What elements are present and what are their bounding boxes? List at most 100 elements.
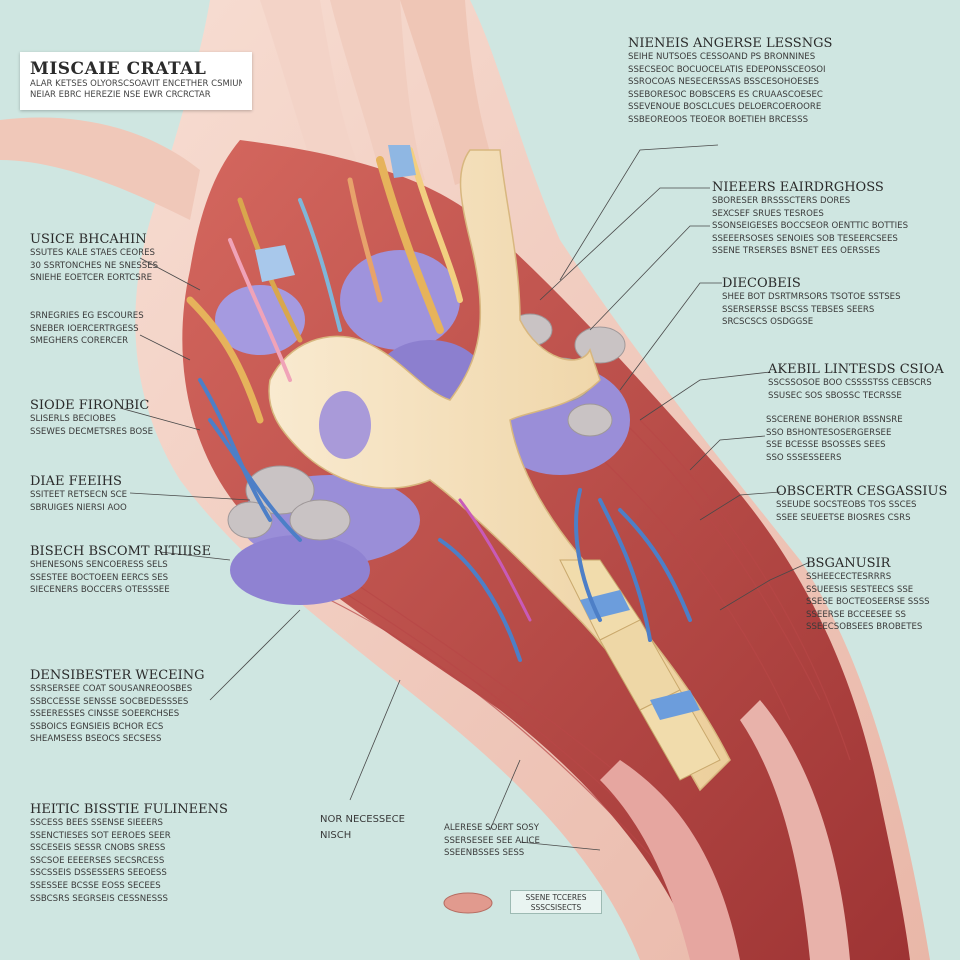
finger-upper-3	[400, 0, 495, 185]
block-line: SSCSSOSOE BOO CSSSSTSS CEBSCRS	[768, 378, 932, 388]
block-line: SSENE TRSERSES BSNET EES OERSSES	[712, 246, 881, 257]
block-line: NOR NECESSECE	[320, 814, 405, 825]
title-subline-1: ALAR KETSES OLYORSCSOAVIT ENCETHER CSMIU…	[30, 79, 242, 89]
left-block-7: HEITIC BISSTIE FULINEENS SSCESS BEES SSE…	[30, 802, 228, 905]
block-line: SSENCTIESES SOT EEROES SEER	[30, 830, 171, 841]
block-line: SSEVENOUE BOSCLCUES DELOERCOEROORE	[628, 102, 822, 113]
right-block-7: BSGANUSIR SSHEECECTESRRRS SSUEESIS SESTE…	[806, 556, 930, 634]
block-heading: SIODE FIRONBIC	[30, 398, 150, 413]
block-line: NISCH	[320, 830, 352, 841]
block-line: SLISERLS BECIOBES	[30, 414, 117, 424]
block-heading: DIECOBEIS	[722, 276, 801, 291]
block-line: SSRSERSEE COAT SOUSANREOOSBES	[30, 684, 193, 694]
block-line: SRNEGRIES EG ESCOURES	[30, 311, 144, 321]
block-line: SSROCOAS NESECERSSAS BSSCESOHOESES	[628, 77, 819, 88]
title-box: MISCAIE CRATAL ALAR KETSES OLYORSCSOAVIT…	[20, 52, 252, 110]
block-line: ALERESE SOERT SOSY	[444, 823, 540, 833]
block-line: SSESE BOCTEOSEERSE SSSS	[806, 597, 930, 608]
block-line: 30 SSRTONCHES NE SNESSES	[30, 260, 159, 271]
caption-line: SSSCSISECTS	[530, 903, 582, 912]
block-line: SSUEESIS SESTEECS SSE	[806, 584, 914, 595]
left-block-3: SIODE FIRONBIC SLISERLS BECIOBES SSEWES …	[30, 398, 153, 438]
block-heading: OBSCERTR CESGASSIUS	[776, 484, 948, 499]
block-line: SSEERSE BCCEESEE SS	[806, 609, 906, 620]
block-line: SBRUIGES NIERSI AOO	[30, 502, 127, 513]
blue-band	[388, 145, 416, 178]
right-block-3: DIECOBEIS SHEE BOT DSRTMRSORS TSOTOE SST…	[722, 276, 901, 329]
right-block-4: AKEBIL LINTESDS CSIOA SSCSSOSOE BOO CSSS…	[768, 362, 944, 402]
blue-band-2	[255, 245, 295, 282]
block-heading: BISECH BSCOMT RITIIISE	[30, 544, 212, 559]
wrist-segments	[559, 559, 721, 781]
right-block-2: NIEEERS EAIRDRGHOSS SBORESER BRSSSCTERS …	[712, 180, 908, 258]
block-heading: HEITIC BISSTIE FULINEENS	[30, 802, 228, 817]
finger-upper	[260, 0, 360, 190]
block-line: SEIHE NUTSOES CESSOAND PS BRONNINES	[628, 52, 816, 62]
left-block-4: DIAE FEEIHS SSITEET RETSECN SCE SBRUIGES…	[30, 474, 127, 514]
bottom-block-1: NOR NECESSECE NISCH	[320, 812, 405, 844]
bottom-block-2: ALERESE SOERT SOSY SSERSESEE SEE ALICE S…	[444, 822, 540, 860]
block-line: SSO SSSESSEERS	[766, 452, 842, 463]
block-line: SSO BSHONTESOSERGERSEE	[766, 427, 892, 438]
block-line: SRCSCSCS OSDGGSE	[722, 317, 814, 328]
left-block-5: BISECH BSCOMT RITIIISE SHENESONS SENCOER…	[30, 544, 211, 597]
block-line: SSBOICS EGNSIEIS BCHOR ECS	[30, 721, 164, 732]
left-block-1: USICE BHCAHIN SSUTES KALE STAES CEORES 3…	[30, 232, 158, 285]
block-line: SBORESER BRSSSCTERS DORES	[712, 196, 851, 206]
block-line: SSERSERSSE BSCSS TEBSES SEERS	[722, 304, 875, 315]
block-heading: BSGANUSIR	[806, 556, 891, 571]
block-line: SSEBORESOC BOBSCERS ES CRUAASCOESEC	[628, 89, 823, 100]
block-line: SSCSSEIS DSSESSERS SEEOESS	[30, 868, 167, 879]
nerves	[186, 147, 532, 622]
block-line: SSESTEE BOCTOEEN EERCS SES	[30, 572, 169, 583]
block-line: SHEAMSESS BSEOCS SECSESS	[30, 734, 162, 745]
leader-lines	[119, 144, 811, 851]
block-heading: AKEBIL LINTESDS CSIOA	[768, 362, 944, 377]
right-block-1: NIENEIS ANGERSE LESSNGS SEIHE NUTSOES CE…	[628, 36, 832, 127]
block-line: SSHEECECTESRRRS	[806, 572, 892, 582]
block-line: SIECENERS BOCCERS OTESSSEE	[30, 585, 170, 596]
right-block-6: OBSCERTR CESGASSIUS SSEUDE SOCSTEOBS TOS…	[776, 484, 947, 524]
page-title: MISCAIE CRATAL	[30, 59, 207, 79]
left-block-6: DENSIBESTER WECEING SSRSERSEE COAT SOUSA…	[30, 668, 205, 746]
block-line: SSEERESSES CINSSE SOEERCHSES	[30, 709, 180, 720]
block-line: SHEE BOT DSRTMRSORS TSOTOE SSTSES	[722, 292, 901, 302]
lower-fold	[600, 760, 740, 960]
block-line: SSEE SEUEETSE BIOSRES CSRS	[776, 512, 911, 523]
finger-left	[0, 117, 200, 220]
block-line: SNEBER IOERCERTRGESS	[30, 323, 139, 334]
block-heading: USICE BHCAHIN	[30, 232, 147, 247]
small-organ-icon	[443, 892, 493, 914]
block-line: SHENESONS SENCOERESS SELS	[30, 560, 168, 570]
block-line: SEXCSEF SRUES TESROES	[712, 208, 824, 219]
lower-fold-2	[740, 700, 850, 960]
block-line: SSUTES KALE STAES CEORES	[30, 248, 155, 258]
block-heading: NIENEIS ANGERSE LESSNGS	[628, 36, 833, 51]
block-line: SSEEERSOSES SENOIES SOB TESEERCSEES	[712, 233, 898, 244]
block-line: SSBCSRS SEGRSEIS CESSNESSS	[30, 893, 168, 904]
block-heading: NIEEERS EAIRDRGHOSS	[712, 180, 884, 195]
block-line: SSITEET RETSECN SCE	[30, 490, 128, 500]
title-subline-2: NEIAR EBRC HEREZIE NSE EWR CRCRCTAR	[30, 90, 211, 100]
block-line: SSEUDE SOCSTEOBS TOS SSCES	[776, 500, 917, 510]
block-line: SSCESEIS SESSR CNOBS SRESS	[30, 843, 166, 854]
block-heading: DIAE FEEIHS	[30, 474, 122, 489]
block-line: SSERSESEE SEE ALICE	[444, 835, 540, 846]
block-line: SSCERENE BOHERIOR BSSNSRE	[766, 415, 903, 425]
block-line: SSUSEC SOS SBOSSC TECRSSE	[768, 390, 902, 401]
block-line: SSESSEE BCSSE EOSS SECEES	[30, 880, 161, 891]
block-line: SSEECSOBSEES BROBETES	[806, 622, 923, 633]
caption-line: SSENE TCCERES	[525, 893, 587, 902]
block-line: SSEWES DECMETSRES BOSE	[30, 426, 154, 437]
veins	[198, 378, 692, 662]
block-line: SSONSEIGESES BOCCSEOR OENTTIC BOTTIES	[712, 221, 909, 232]
block-line: SSE BCESSE BSOSSES SEES	[766, 440, 886, 451]
block-line: SNIEHE EOETCER EORTCSRE	[30, 273, 153, 284]
block-line: SMEGHERS CORERCER	[30, 336, 129, 347]
block-heading: DENSIBESTER WECEING	[30, 668, 205, 683]
block-line: SSECSEOC BOCUOCELATIS EDEPONSSCEOSOI	[628, 64, 826, 75]
left-block-2: SRNEGRIES EG ESCOURES SNEBER IOERCERTRGE…	[30, 310, 144, 348]
right-block-5: SSCERENE BOHERIOR BSSNSRE SSO BSHONTESOS…	[766, 414, 903, 464]
block-line: SSCSOE EEEERSES SECSRCESS	[30, 855, 165, 866]
